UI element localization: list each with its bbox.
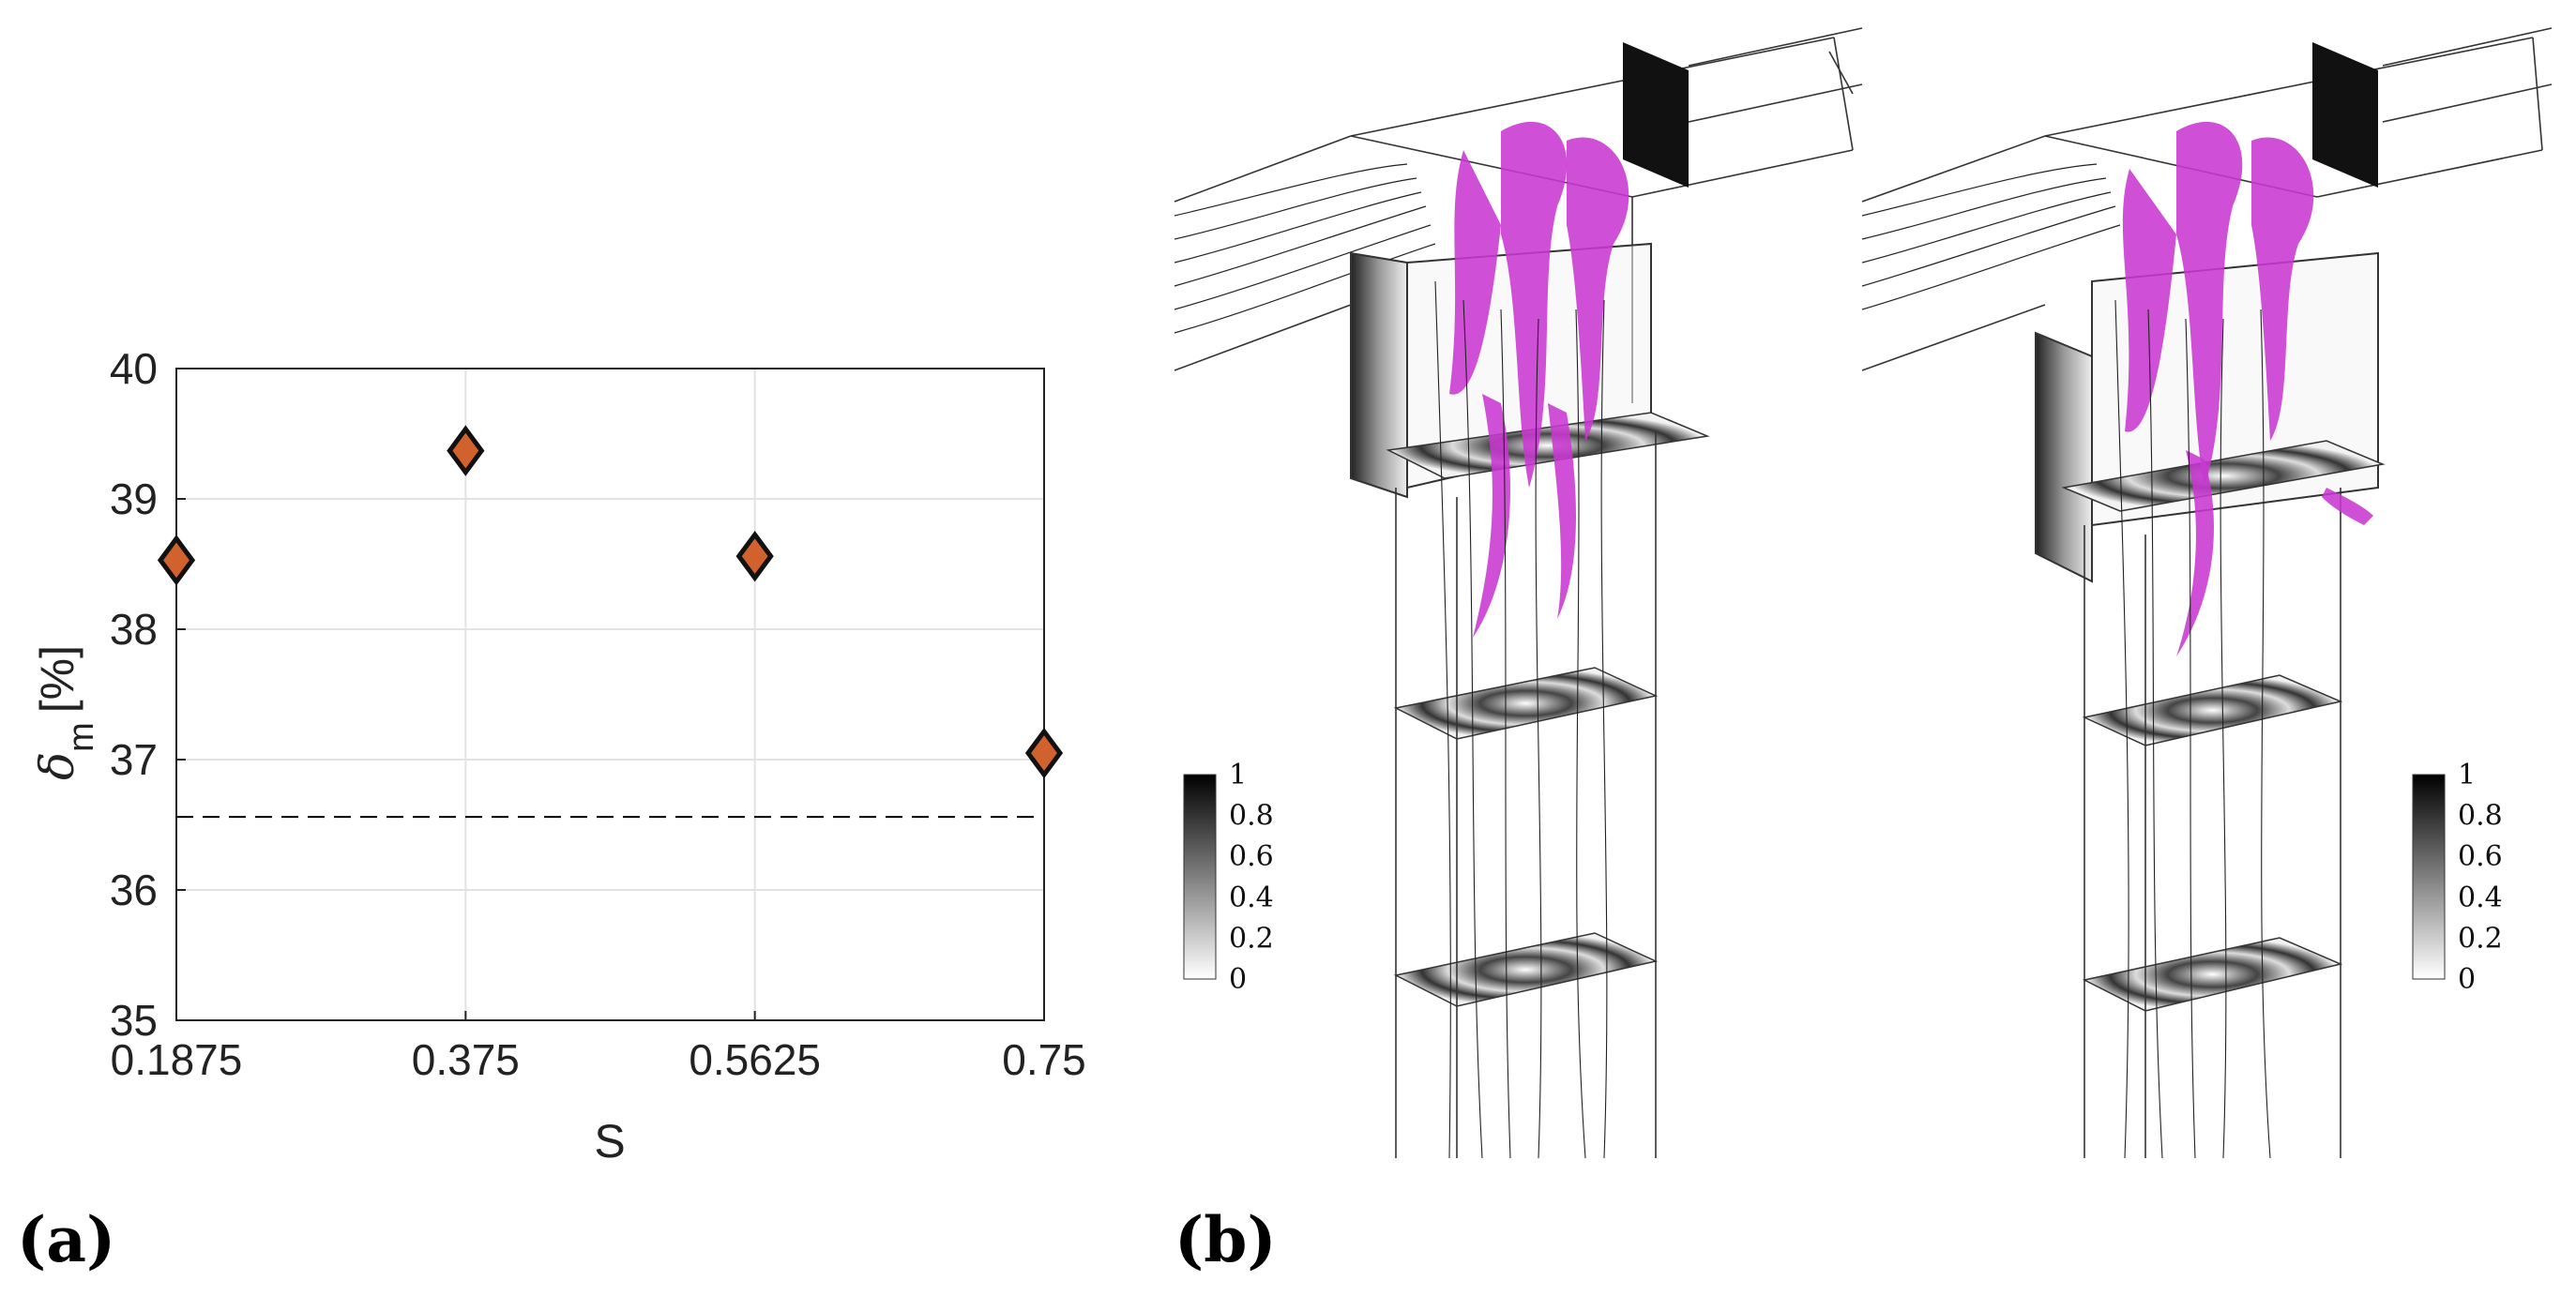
chart-panel-a: 0.1875 0.375 0.5625 0.75 35 36 37 38 39 40 S δm [… bbox=[17, 344, 1086, 1276]
colorbar-left: 1 0.8 0.6 0.4 0.2 0 bbox=[1183, 759, 1274, 996]
slice-plane-left-2 bbox=[1393, 932, 1659, 1007]
plot-frame bbox=[175, 368, 1045, 1021]
baffle-right bbox=[2312, 42, 2378, 188]
colorbar-tick-label: 1 bbox=[1229, 759, 1247, 791]
colorbar-tick-label: 0.6 bbox=[1229, 840, 1274, 873]
y-tick-label: 40 bbox=[110, 344, 158, 393]
colorbar-tick-label: 0 bbox=[1229, 963, 1247, 996]
grid-lines bbox=[175, 368, 1045, 1021]
y-tick-label: 35 bbox=[110, 996, 158, 1045]
colorbar-right-ticks: 1 0.8 0.6 0.4 0.2 0 bbox=[2458, 759, 2503, 996]
cavity-right bbox=[2035, 331, 2093, 583]
x-tick-label: 0.1875 bbox=[111, 1035, 243, 1084]
colorbar-tick-label: 0.4 bbox=[2458, 882, 2503, 914]
y-axis-label: δm [%] bbox=[30, 645, 101, 780]
y-axis-label-subscript: m bbox=[62, 722, 101, 752]
cavity-left bbox=[1350, 251, 1408, 499]
colorbar-tick-label: 0.4 bbox=[1229, 882, 1274, 914]
baffle-left bbox=[1623, 42, 1689, 188]
y-tick-label: 36 bbox=[110, 866, 158, 914]
x-axis-label: S bbox=[594, 1115, 625, 1168]
colorbar-tick-label: 0 bbox=[2458, 963, 2476, 996]
colorbar-right: 1 0.8 0.6 0.4 0.2 0 bbox=[2412, 759, 2503, 996]
data-point bbox=[157, 535, 196, 586]
y-tick-labels: 35 36 37 38 39 40 bbox=[110, 344, 186, 1045]
colorbar-tick-label: 1 bbox=[2458, 759, 2476, 791]
panel-label-b: (b) bbox=[1174, 1203, 1277, 1276]
colorbar-tick-label: 0.8 bbox=[2458, 800, 2503, 833]
colorbar-tick-label: 0.2 bbox=[2458, 922, 2503, 955]
data-point bbox=[1024, 727, 1064, 779]
colorbar-tick-label: 0.2 bbox=[1229, 922, 1274, 955]
x-tick-label: 0.375 bbox=[412, 1035, 520, 1084]
y-tick-label: 38 bbox=[110, 605, 158, 654]
slice-plane-right-1 bbox=[2082, 674, 2343, 746]
flow-render-right bbox=[1861, 27, 2553, 1159]
x-tick-label: 0.5625 bbox=[689, 1035, 821, 1084]
colorbar-left-gradient bbox=[1183, 774, 1217, 980]
flow-render-left bbox=[1174, 27, 1863, 1159]
colorbar-right-gradient bbox=[2412, 774, 2446, 980]
x-tick-label: 0.75 bbox=[1002, 1035, 1086, 1084]
slice-plane-left-1 bbox=[1393, 667, 1659, 740]
panel-label-a: (a) bbox=[17, 1203, 115, 1276]
y-axis-label-unit: [%] bbox=[31, 645, 83, 713]
slice-plane-right-2 bbox=[2082, 937, 2343, 1012]
flow-visualization-panel-b: (b) bbox=[1174, 27, 2553, 1276]
y-tick-label: 39 bbox=[110, 475, 158, 523]
data-point bbox=[447, 425, 485, 476]
colorbar-left-ticks: 1 0.8 0.6 0.4 0.2 0 bbox=[1229, 759, 1274, 996]
y-axis-label-symbol: δ bbox=[30, 752, 84, 780]
colorbar-tick-label: 0.6 bbox=[2458, 840, 2503, 873]
x-tick-labels: 0.1875 0.375 0.5625 0.75 bbox=[111, 1011, 1086, 1084]
data-points bbox=[157, 425, 1064, 779]
y-tick-label: 37 bbox=[110, 735, 158, 784]
colorbar-tick-label: 0.8 bbox=[1229, 800, 1274, 833]
data-point bbox=[735, 530, 774, 582]
